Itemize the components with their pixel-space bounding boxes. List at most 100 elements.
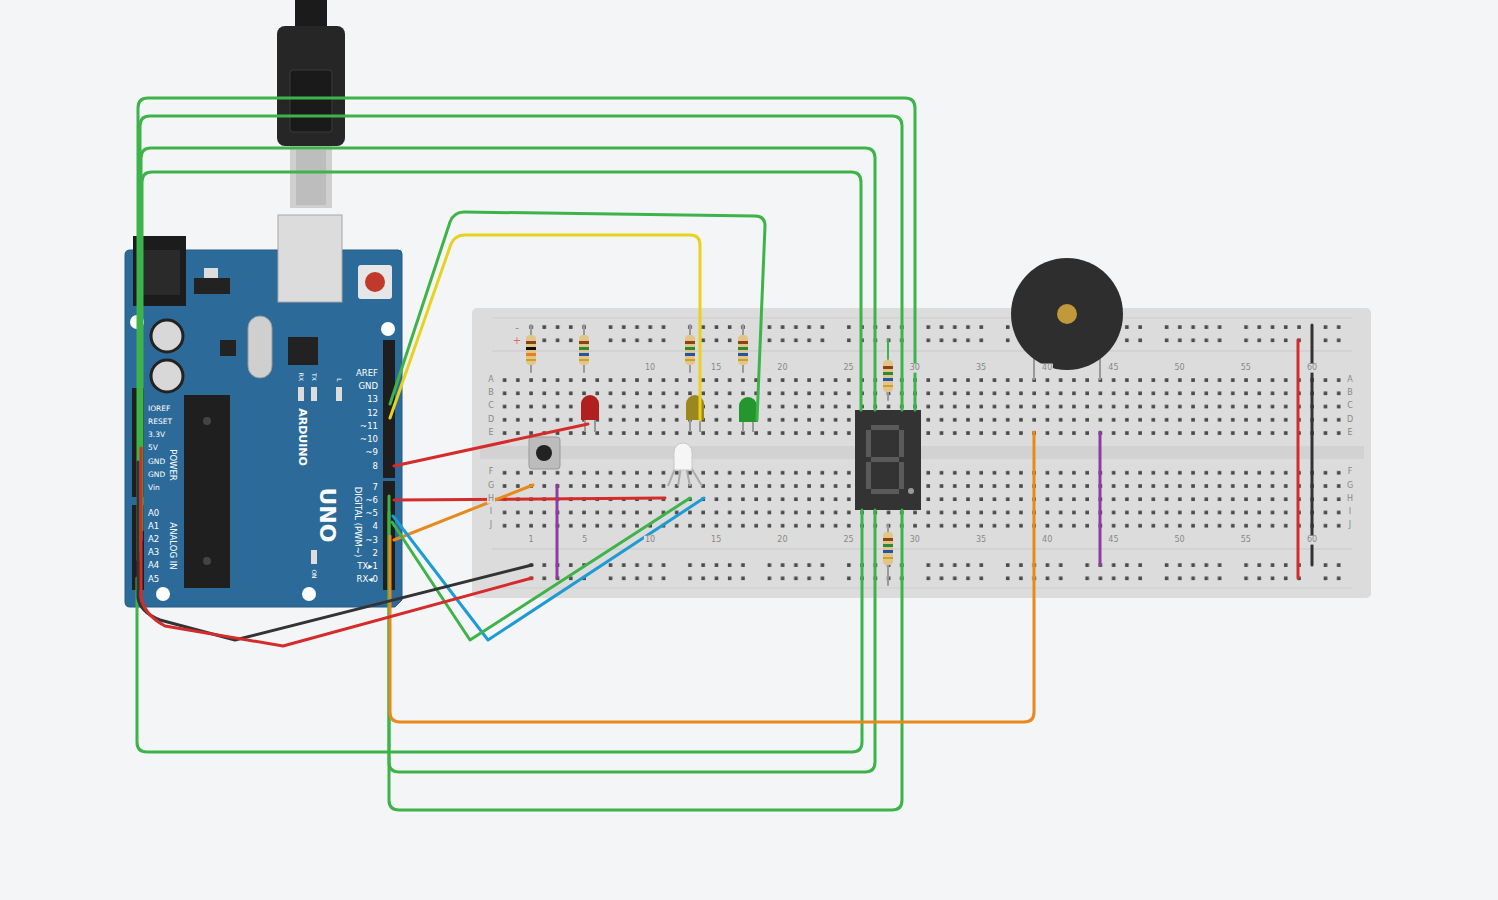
breadboard-part	[472, 308, 1371, 598]
pin-label: ~9	[365, 448, 378, 457]
wires-part	[1099, 432, 1102, 565]
column-number: 50	[1174, 364, 1186, 373]
pin-label: 4	[373, 522, 378, 531]
power-pin-label: GND	[148, 458, 165, 466]
pin-label: 13	[367, 395, 378, 404]
column-number: 60	[1306, 364, 1318, 373]
row-letter: H	[1346, 495, 1354, 504]
row-letter: G	[487, 482, 495, 491]
brand-label: ARDUINO	[296, 408, 308, 466]
arduino-board-part	[203, 557, 211, 565]
wires-part	[138, 462, 532, 640]
column-number: 40	[1041, 536, 1053, 545]
seven-segment-display-part	[855, 410, 921, 510]
resistors-part	[887, 340, 889, 358]
led-label: ON	[311, 569, 318, 578]
arduino-board-part	[311, 387, 317, 401]
wires-part	[389, 496, 875, 772]
model-label: UNO	[315, 488, 339, 543]
header-label: POWER	[167, 449, 176, 481]
row-letter: C	[487, 402, 495, 411]
arduino-board-part	[184, 395, 230, 588]
rail-sign: -	[514, 322, 520, 333]
column-number: 60	[1306, 536, 1318, 545]
power-pin-label: IOREF	[148, 405, 170, 413]
header-label: DIGITAL (PWM~)	[352, 487, 361, 558]
wires	[137, 98, 1312, 810]
resistors-part	[883, 372, 893, 375]
wires-part	[389, 510, 902, 810]
breadboard	[472, 308, 1371, 598]
wires-part	[141, 448, 532, 646]
resistors-part	[738, 341, 748, 344]
resistors-part	[685, 359, 695, 361]
resistors-part	[526, 341, 536, 344]
resistors-part	[685, 353, 695, 356]
row-letter: B	[487, 389, 495, 398]
pin-label: ~6	[365, 496, 378, 505]
power-pin-label: GND	[148, 471, 165, 479]
leds-part	[739, 397, 757, 422]
row-letter: C	[1346, 402, 1354, 411]
resistors-part	[579, 335, 589, 365]
rail-sign: +	[512, 335, 522, 346]
row-letter: J	[489, 521, 493, 530]
row-letter: I	[1348, 508, 1352, 517]
seven-segment-display	[855, 410, 921, 510]
wires-part	[138, 98, 915, 560]
seven-segment-display-part	[866, 462, 871, 489]
row-letter: A	[1346, 376, 1353, 385]
analog-pin-label: A3	[148, 548, 159, 557]
analog-pin-label: A4	[148, 561, 159, 570]
column-number: 55	[1240, 536, 1252, 545]
column-number: 30	[909, 536, 921, 545]
arduino-board-part	[336, 387, 342, 401]
breadboard-part	[492, 588, 1352, 589]
resistors-part	[883, 385, 893, 387]
wires-part	[390, 212, 765, 420]
column-number: 45	[1107, 536, 1119, 545]
seven-segment-display-part	[899, 430, 904, 457]
usb-cable-part	[295, 0, 327, 30]
row-letter: B	[1346, 389, 1354, 398]
column-number: 20	[776, 536, 788, 545]
resistors-part	[579, 359, 589, 361]
resistors-part	[883, 557, 893, 559]
pin-label: RX◂0	[357, 575, 378, 584]
column-number: 10	[644, 364, 656, 373]
breadboard-part	[498, 373, 1345, 439]
column-number: 35	[975, 536, 987, 545]
resistors-part	[526, 335, 536, 365]
buzzer-part	[1057, 304, 1077, 324]
pin-label: 8	[373, 462, 378, 471]
column-number: 50	[1174, 536, 1186, 545]
row-letter: F	[488, 468, 495, 477]
buzzer-part	[1011, 258, 1123, 370]
wires-part	[394, 424, 588, 466]
arduino-board-part	[358, 265, 392, 299]
column-number: 20	[776, 364, 788, 373]
breadboard-part	[524, 558, 1344, 585]
resistors-part	[883, 360, 893, 392]
wires-part	[556, 485, 559, 578]
pushbutton	[529, 437, 560, 469]
pushbutton-part	[529, 437, 560, 469]
arduino-board-part	[156, 587, 170, 601]
power-pin-label: 5V	[148, 444, 158, 452]
resistors-part	[883, 550, 893, 553]
row-letter: E	[1346, 429, 1353, 438]
seven-segment-display-part	[871, 457, 899, 462]
pin-label: ~10	[360, 435, 378, 444]
arduino-board-part	[302, 587, 316, 601]
resistors-part	[526, 359, 536, 361]
wires-part	[1297, 340, 1300, 578]
row-letter: A	[487, 376, 494, 385]
analog-pin-label: A2	[148, 535, 159, 544]
pushbutton-part	[536, 445, 552, 461]
usb-cable-part	[290, 146, 332, 208]
pin-label: AREF	[356, 369, 378, 378]
wires-part	[394, 498, 665, 500]
resistors-part	[579, 353, 589, 356]
